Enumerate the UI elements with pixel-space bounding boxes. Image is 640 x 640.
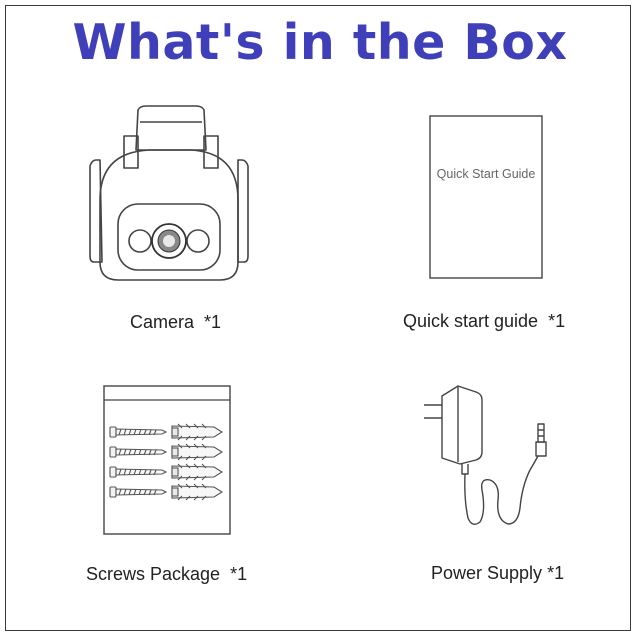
camera-caption: Camera *1 xyxy=(130,312,221,333)
guide-label: Quick start guide xyxy=(403,311,539,331)
quick-start-guide-icon: Quick Start Guide xyxy=(429,115,543,279)
guide-qty: *1 xyxy=(548,311,566,331)
power-label: Power Supply xyxy=(431,563,543,583)
screws-qty: *1 xyxy=(230,564,248,584)
camera-icon xyxy=(89,105,249,281)
power-qty: *1 xyxy=(547,563,565,583)
page-frame xyxy=(5,5,631,631)
screws-caption: Screws Package *1 xyxy=(86,564,247,585)
guide-caption: Quick start guide *1 xyxy=(403,311,565,332)
page-title: What's in the Box xyxy=(72,14,568,71)
power-caption: Power Supply *1 xyxy=(431,563,564,584)
power-supply-icon xyxy=(424,385,547,525)
screws-package-icon xyxy=(103,385,231,535)
camera-qty: *1 xyxy=(204,312,222,332)
guide-cover-text: Quick Start Guide xyxy=(437,167,536,181)
camera-label: Camera xyxy=(130,312,195,332)
screws-label: Screws Package xyxy=(86,564,221,584)
